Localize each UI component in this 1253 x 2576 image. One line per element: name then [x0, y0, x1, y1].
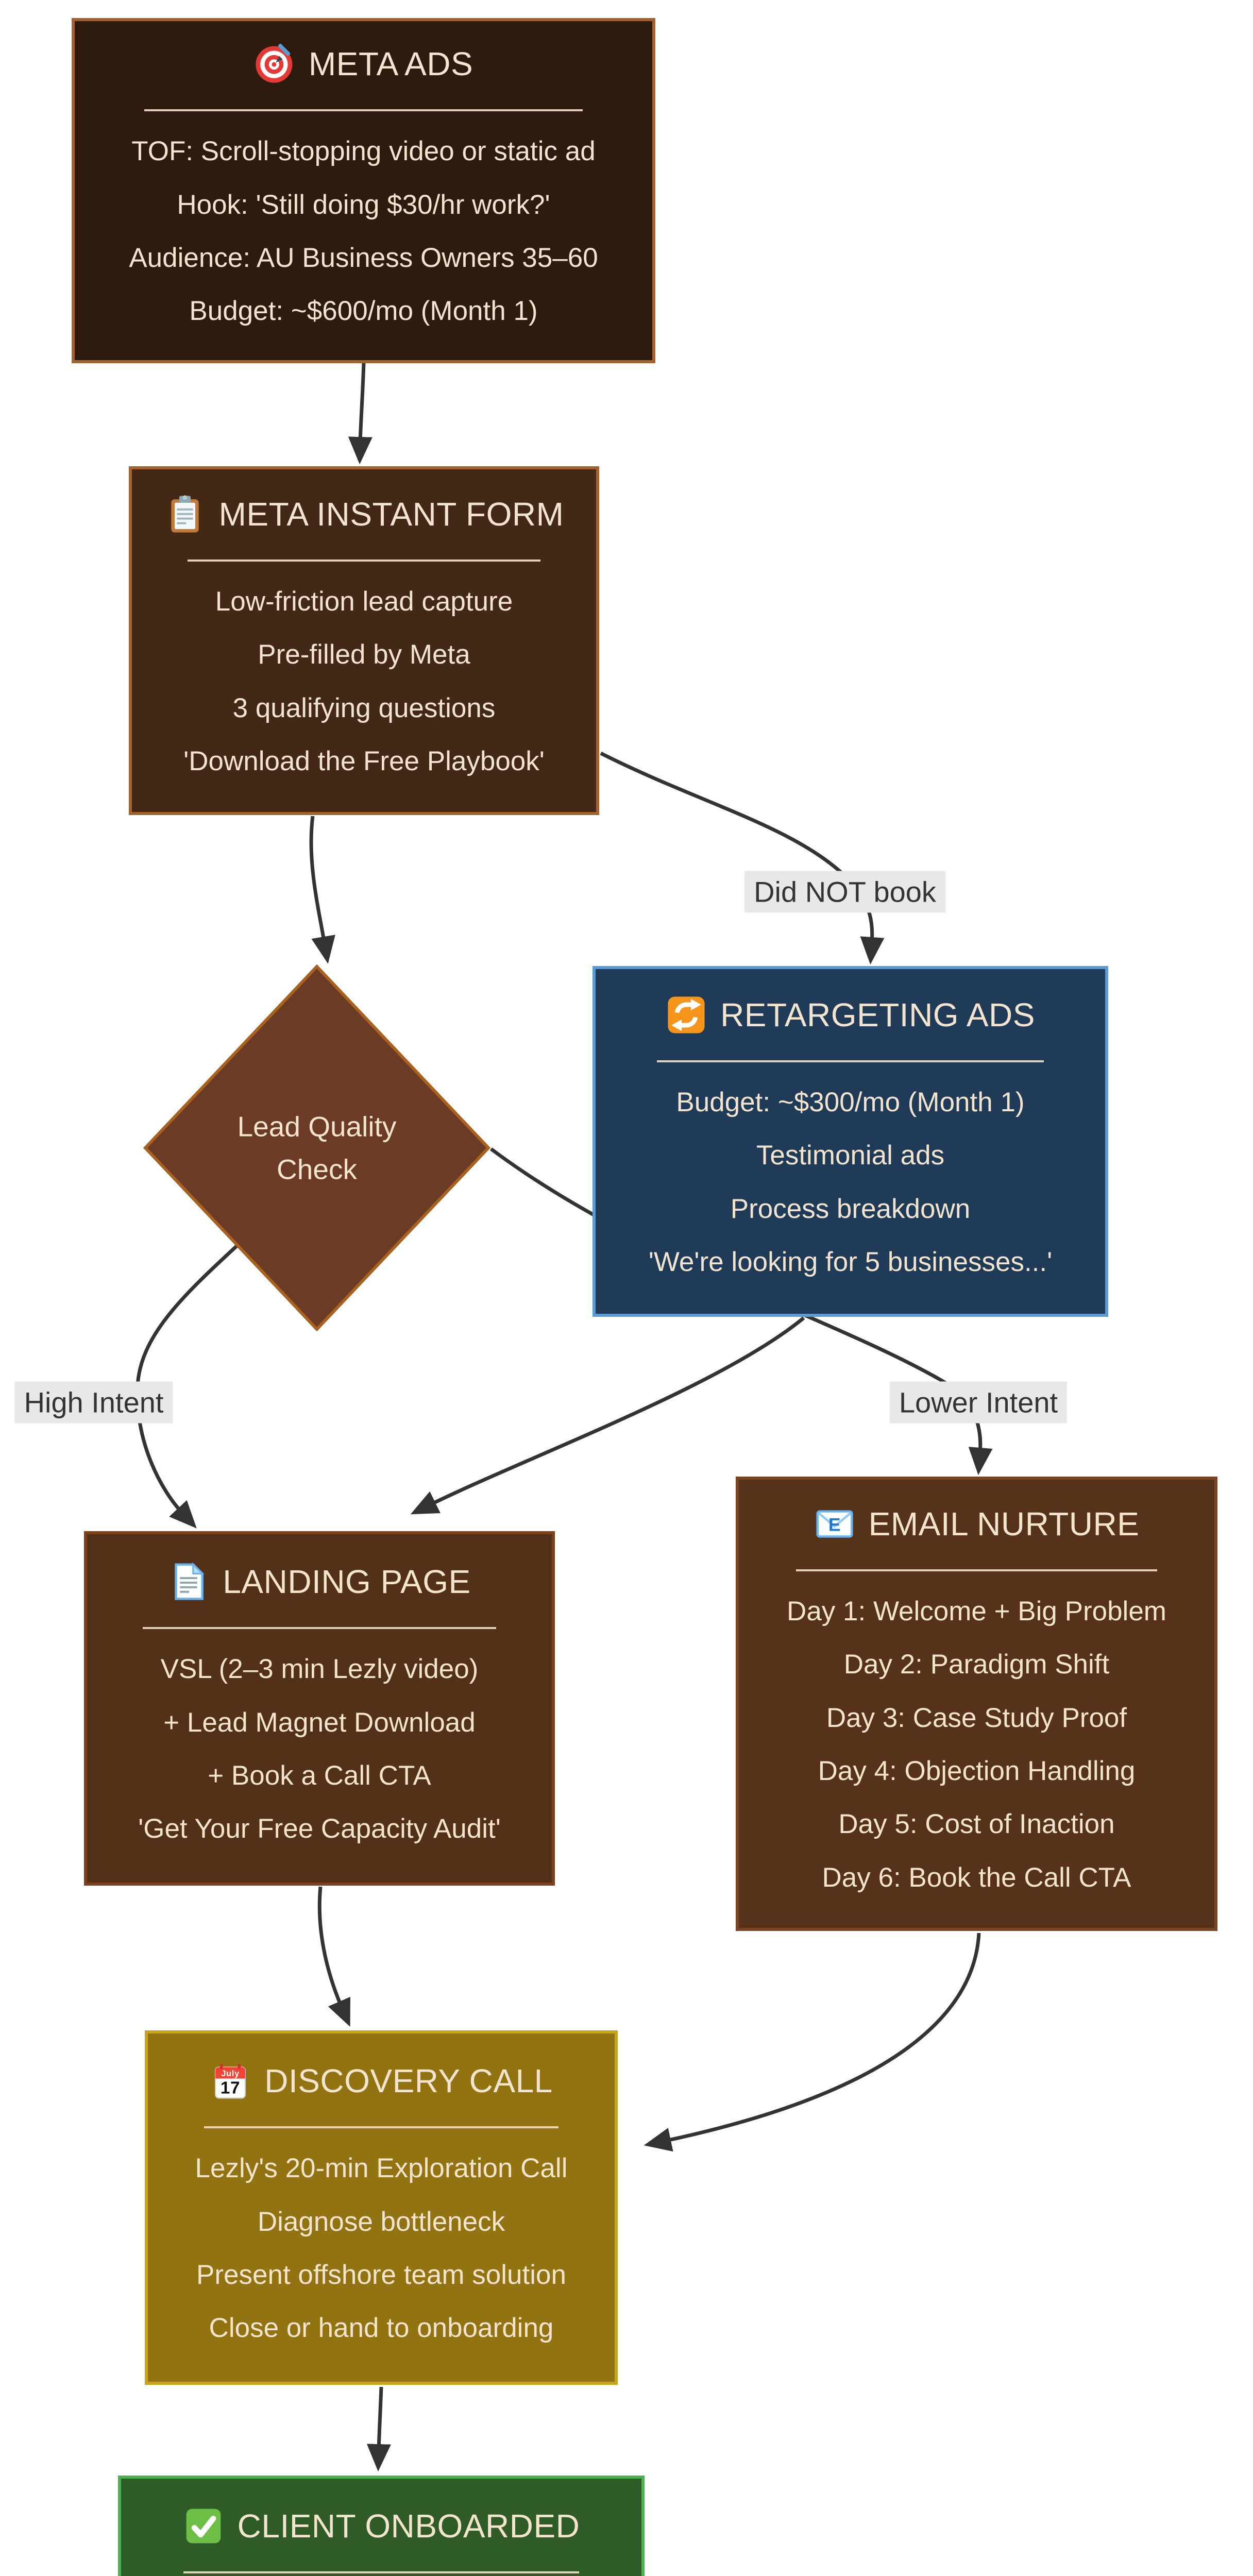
node-line: + Lead Magnet Download	[163, 1707, 476, 1738]
divider	[656, 1060, 1044, 1062]
node-client-onboarded: CLIENT ONBOARDED Sign contract + 4-week …	[118, 2476, 645, 2576]
svg-text:17: 17	[221, 2079, 240, 2098]
edge-label-high-intent: High Intent	[14, 1381, 173, 1423]
target-icon	[254, 43, 295, 84]
diamond-shape	[143, 964, 490, 1331]
calendar-icon: July 17	[210, 2060, 251, 2102]
node-title: LANDING PAGE	[223, 1563, 471, 1601]
node-line: TOF: Scroll-stopping video or static ad	[131, 136, 596, 167]
divider	[204, 2126, 559, 2129]
node-title: EMAIL NURTURE	[868, 1505, 1140, 1543]
page-icon	[168, 1561, 209, 1602]
node-retargeting-ads: RETARGETING ADS Budget: ~$300/mo (Month …	[592, 966, 1108, 1317]
node-line: Close or hand to onboarding	[209, 2313, 554, 2344]
node-title: DISCOVERY CALL	[264, 2062, 553, 2100]
node-title: RETARGETING ADS	[720, 996, 1035, 1033]
check-icon	[183, 2505, 224, 2547]
divider	[143, 1627, 496, 1630]
node-line: Budget: ~$300/mo (Month 1)	[676, 1087, 1025, 1117]
node-line: 'We're looking for 5 businesses...'	[648, 1246, 1053, 1277]
node-line: Day 3: Case Study Proof	[826, 1702, 1127, 1733]
edge-landing-discovery	[317, 1886, 351, 2027]
node-line: 'Download the Free Playbook'	[183, 745, 545, 776]
node-line: 'Get Your Free Capacity Audit'	[138, 1814, 501, 1844]
svg-text:July: July	[221, 2069, 240, 2078]
edge-form-diamond	[309, 816, 335, 964]
node-line: + Book a Call CTA	[208, 1760, 431, 1791]
node-line: Low-friction lead capture	[215, 586, 513, 617]
node-line: Day 6: Book the Call CTA	[822, 1862, 1131, 1893]
edge-label-lower-intent: Lower Intent	[889, 1381, 1068, 1423]
node-line: Budget: ~$600/mo (Month 1)	[189, 296, 538, 327]
node-email-nurture: E EMAIL NURTURE Day 1: Welcome + Big Pro…	[736, 1477, 1217, 1931]
divider	[795, 1569, 1158, 1571]
divider	[183, 2571, 579, 2574]
clipboard-icon	[164, 494, 206, 535]
diamond-label: Lead Quality Check	[237, 1110, 397, 1185]
node-line: Day 1: Welcome + Big Problem	[787, 1596, 1166, 1626]
node-line: Diagnose bottleneck	[257, 2206, 505, 2237]
node-meta-instant-form: META INSTANT FORM Low-friction lead capt…	[129, 466, 599, 815]
node-line: Pre-filled by Meta	[258, 639, 470, 670]
divider	[144, 109, 583, 112]
node-line: Testimonial ads	[756, 1140, 945, 1171]
node-title: META ADS	[308, 45, 473, 83]
node-line: Hook: 'Still doing $30/hr work?'	[177, 189, 550, 220]
svg-text:E: E	[828, 1514, 841, 1535]
node-line: Day 5: Cost of Inaction	[838, 1809, 1115, 1840]
email-icon: E	[814, 1503, 855, 1545]
edge-label-did-not-book: Did NOT book	[744, 871, 945, 913]
node-line: Process breakdown	[730, 1193, 971, 1224]
edge-discovery-onboarded	[366, 2386, 391, 2472]
edge-metaads-form	[348, 362, 372, 465]
node-landing-page: LANDING PAGE VSL (2–3 min Lezly video) +…	[84, 1531, 555, 1886]
node-line: Day 4: Objection Handling	[818, 1756, 1136, 1786]
repeat-icon	[666, 994, 707, 1036]
divider	[188, 559, 540, 562]
node-line: Audience: AU Business Owners 35–60	[129, 243, 598, 273]
node-line: Lezly's 20-min Exploration Call	[195, 2153, 568, 2184]
edge-retargeting-landing	[410, 1316, 805, 1515]
node-line: Day 2: Paradigm Shift	[843, 1649, 1110, 1680]
node-lead-quality-check: Lead Quality Check	[143, 964, 490, 1331]
node-line: Present offshore team solution	[196, 2260, 566, 2290]
node-title: META INSTANT FORM	[218, 495, 564, 533]
node-meta-ads: META ADS TOF: Scroll-stopping video or s…	[72, 18, 655, 363]
node-line: 3 qualifying questions	[232, 692, 496, 723]
edge-form-retargeting	[600, 751, 885, 965]
node-discovery-call: July 17 DISCOVERY CALL Lezly's 20-min Ex…	[145, 2030, 618, 2385]
node-line: VSL (2–3 min Lezly video)	[160, 1654, 479, 1685]
node-title: CLIENT ONBOARDED	[237, 2507, 580, 2545]
edge-email-discovery	[644, 1933, 981, 2152]
